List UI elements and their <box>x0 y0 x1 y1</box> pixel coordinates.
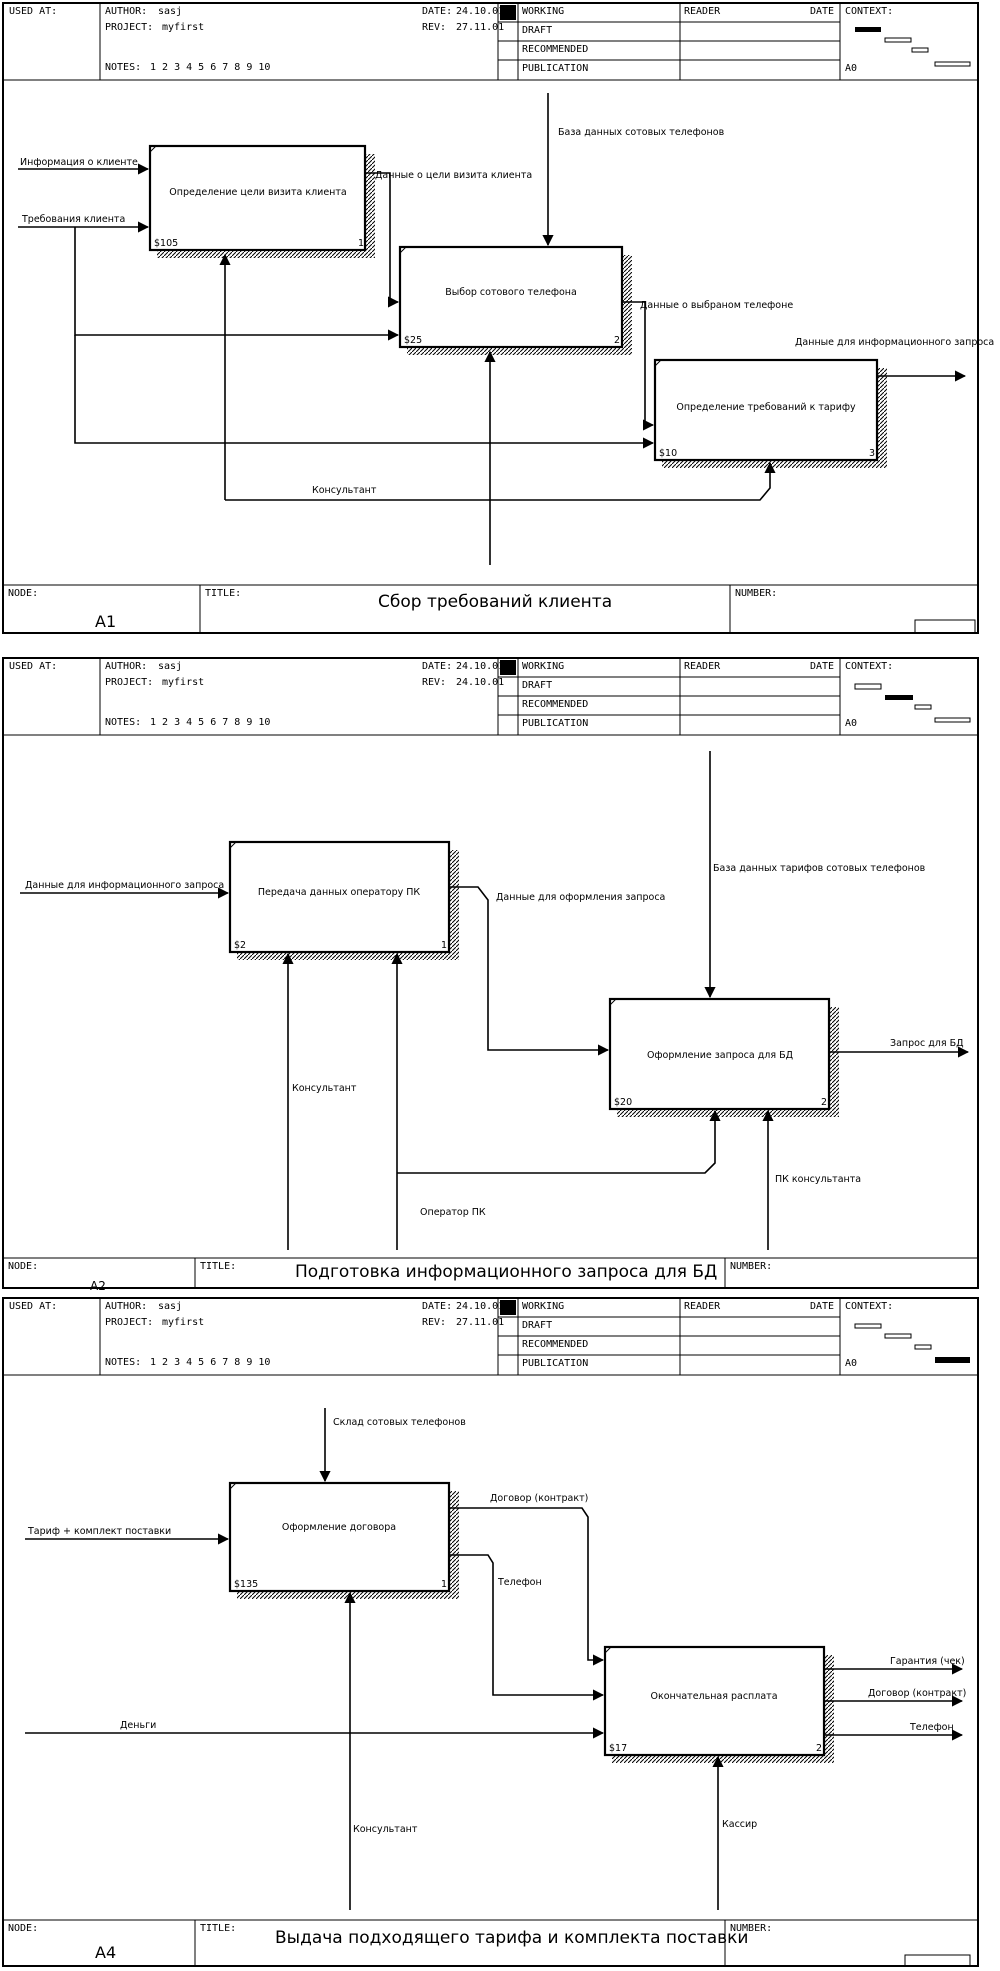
author-value: sasj <box>158 1301 183 1312</box>
author-value: sasj <box>158 661 183 672</box>
activity-box[interactable] <box>228 840 451 954</box>
context-label: CONTEXT: <box>845 6 894 17</box>
author-label: AUTHOR: <box>105 661 148 672</box>
node-label: NODE: <box>8 1923 39 1934</box>
notes-numbers: 1 2 3 4 5 6 7 8 9 10 <box>150 1357 271 1368</box>
date-value: 24.10.01 <box>456 6 505 17</box>
reader-label: READER <box>684 6 721 17</box>
rev-value: 27.11.01 <box>456 1317 505 1328</box>
notes-numbers: 1 2 3 4 5 6 7 8 9 10 <box>150 62 271 73</box>
reader-label: READER <box>684 661 721 672</box>
number-label: NUMBER: <box>730 1261 773 1272</box>
status-publication: PUBLICATION <box>522 1358 589 1369</box>
activity-box[interactable] <box>608 997 831 1111</box>
rev-value: 24.10.01 <box>456 677 505 688</box>
status-draft: DRAFT <box>522 680 553 691</box>
title-label: TITLE: <box>200 1261 237 1272</box>
diagram-title: Сбор требований клиента <box>378 592 613 612</box>
status-working: WORKING <box>522 1301 565 1312</box>
project-label: PROJECT: <box>105 22 154 33</box>
node-label: NODE: <box>8 1261 39 1272</box>
status-recommended: RECOMMENDED <box>522 1339 589 1350</box>
node-label: NODE: <box>8 588 39 599</box>
status-publication: PUBLICATION <box>522 718 589 729</box>
date-value: 24.10.01 <box>456 1301 505 1312</box>
project-label: PROJECT: <box>105 677 154 688</box>
diagram-title: Подготовка информационного запроса для Б… <box>295 1262 718 1282</box>
project-value: myfirst <box>162 22 205 33</box>
author-value: sasj <box>158 6 183 17</box>
reader-date-label: DATE <box>810 6 835 17</box>
project-value: myfirst <box>162 677 205 688</box>
number-label: NUMBER: <box>730 1923 773 1934</box>
notes-label: NOTES: <box>105 717 142 728</box>
context-node: A0 <box>845 1358 858 1369</box>
context-node: A0 <box>845 63 858 74</box>
status-draft: DRAFT <box>522 25 553 36</box>
context-node: A0 <box>845 718 858 729</box>
date-label: DATE: <box>422 661 453 672</box>
reader-label: READER <box>684 1301 721 1312</box>
title-label: TITLE: <box>200 1923 237 1934</box>
idef0-sheet-a2: USED AT: AUTHOR: sasj PROJECT: myfirst N… <box>0 655 1000 1295</box>
used-at-label: USED AT: <box>9 6 58 17</box>
activity-box[interactable] <box>398 245 624 349</box>
status-working: WORKING <box>522 661 565 672</box>
date-label: DATE: <box>422 1301 453 1312</box>
sheet-frame <box>2 2 979 634</box>
date-value: 24.10.01 <box>456 661 505 672</box>
project-value: myfirst <box>162 1317 205 1328</box>
used-at-label: USED AT: <box>9 661 58 672</box>
sheet-frame <box>2 1297 979 1967</box>
idef0-sheet-a1: USED AT: AUTHOR: sasj PROJECT: myfirst N… <box>0 0 1000 640</box>
activity-box[interactable] <box>148 144 367 252</box>
date-label: DATE: <box>422 6 453 17</box>
notes-numbers: 1 2 3 4 5 6 7 8 9 10 <box>150 717 271 728</box>
rev-label: REV: <box>422 22 447 33</box>
context-label: CONTEXT: <box>845 661 894 672</box>
notes-label: NOTES: <box>105 1357 142 1368</box>
author-label: AUTHOR: <box>105 6 148 17</box>
used-at-label: USED AT: <box>9 1301 58 1312</box>
rev-label: REV: <box>422 677 447 688</box>
project-label: PROJECT: <box>105 1317 154 1328</box>
status-recommended: RECOMMENDED <box>522 699 589 710</box>
notes-label: NOTES: <box>105 62 142 73</box>
node-value: A2 <box>90 1279 106 1293</box>
status-draft: DRAFT <box>522 1320 553 1331</box>
author-label: AUTHOR: <box>105 1301 148 1312</box>
reader-date-label: DATE <box>810 1301 835 1312</box>
title-label: TITLE: <box>205 588 242 599</box>
node-value: A1 <box>95 612 117 631</box>
context-label: CONTEXT: <box>845 1301 894 1312</box>
activity-box[interactable] <box>603 1645 826 1757</box>
sheet-frame <box>2 657 979 1289</box>
rev-value: 27.11.01 <box>456 22 505 33</box>
idef0-sheet-a4: USED AT: AUTHOR: sasj PROJECT: myfirst N… <box>0 1295 1000 1971</box>
diagram-title: Выдача подходящего тарифа и комплекта по… <box>275 1928 749 1948</box>
activity-box[interactable] <box>228 1481 451 1593</box>
status-publication: PUBLICATION <box>522 63 589 74</box>
number-label: NUMBER: <box>735 588 778 599</box>
status-recommended: RECOMMENDED <box>522 44 589 55</box>
rev-label: REV: <box>422 1317 447 1328</box>
reader-date-label: DATE <box>810 661 835 672</box>
status-working: WORKING <box>522 6 565 17</box>
activity-box[interactable] <box>653 358 879 462</box>
node-value: A4 <box>95 1943 117 1962</box>
